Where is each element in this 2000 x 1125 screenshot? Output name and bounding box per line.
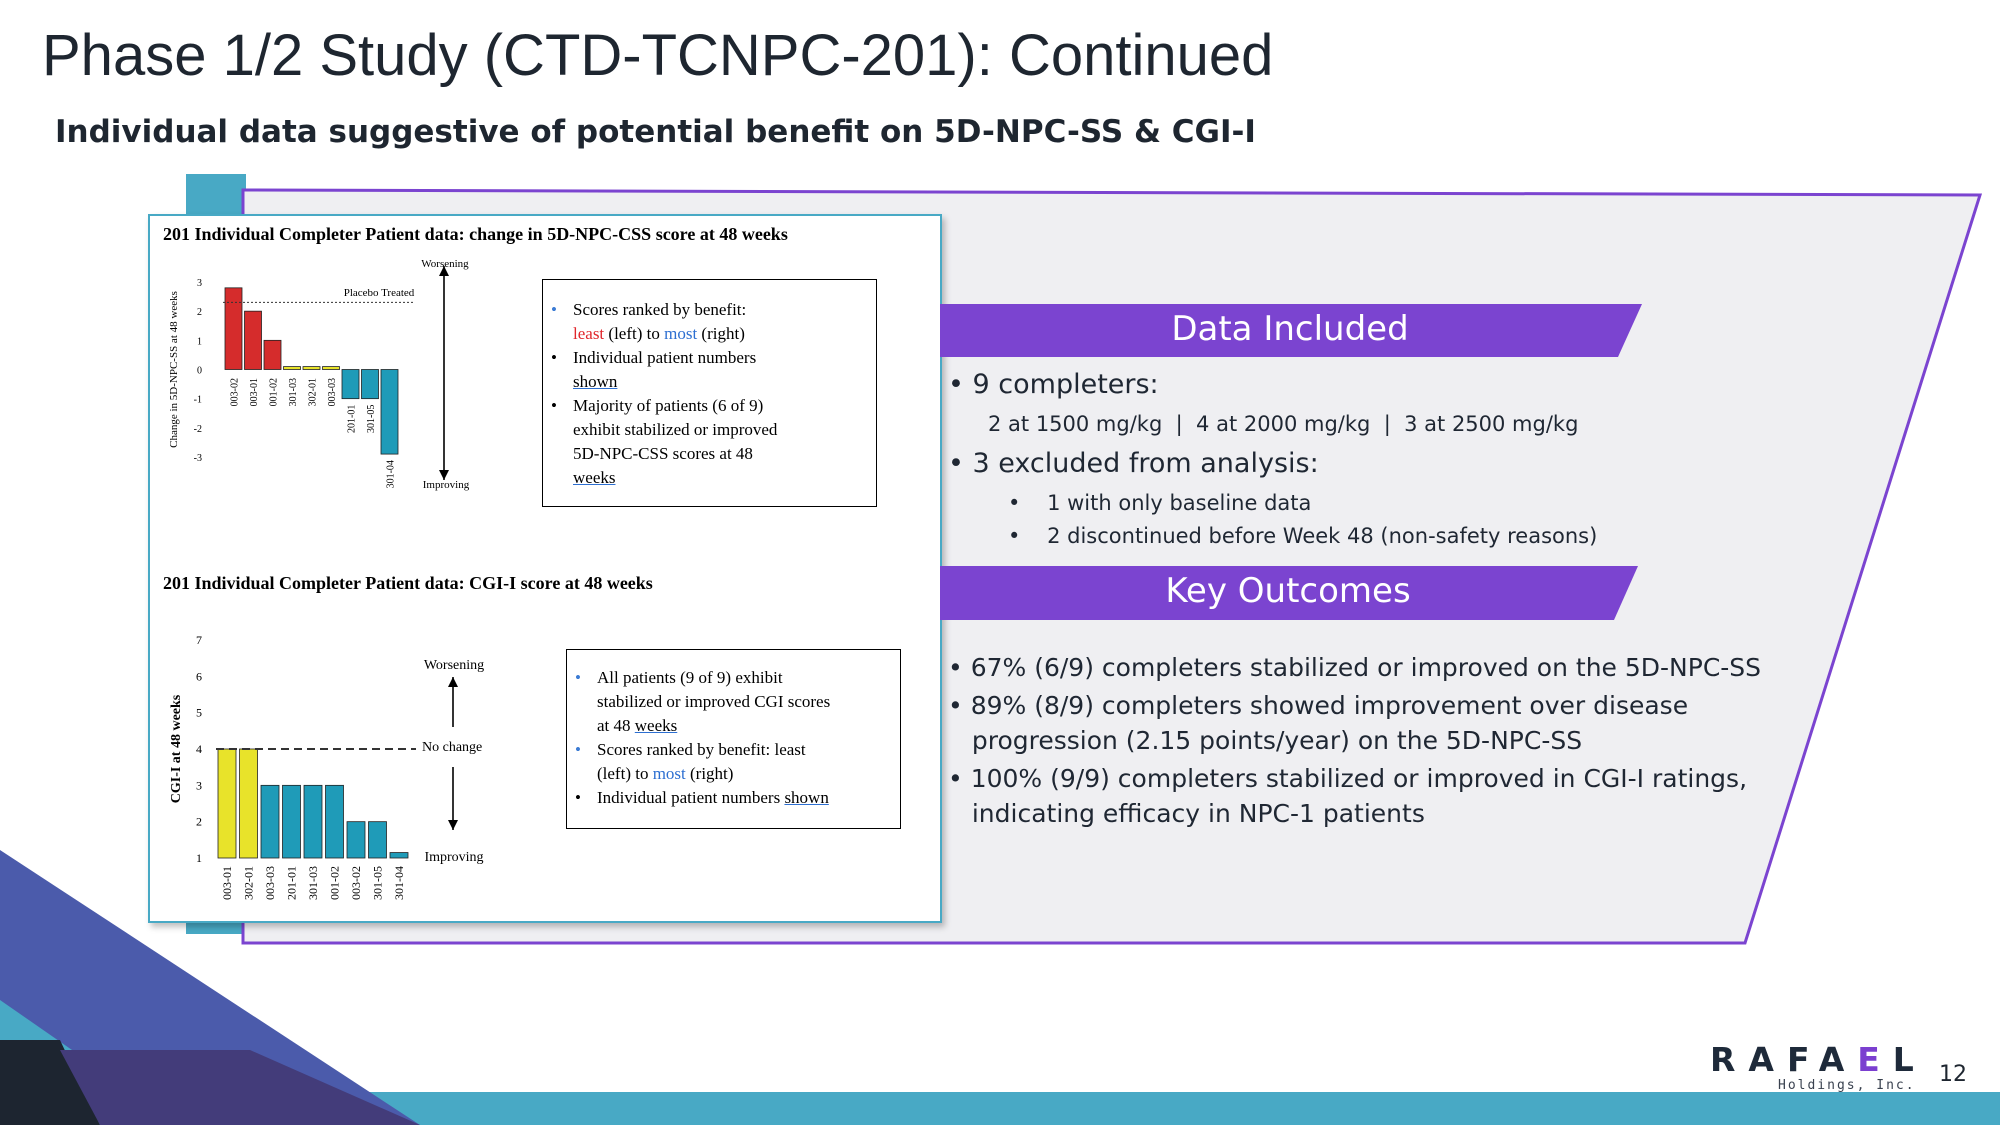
chart1-ytick: 3	[197, 278, 202, 289]
chart2-category-label: 302-01	[242, 866, 256, 900]
chart2-bar	[325, 784, 344, 859]
chart2-ytick: 4	[196, 742, 202, 756]
chart2-category-label: 301-03	[306, 866, 320, 900]
excluded-item: • 3 excluded from analysis:	[948, 448, 1319, 479]
chart1-improving-arrowhead	[439, 470, 449, 480]
chart1-ytick: 2	[197, 307, 202, 318]
chart2-bar	[217, 748, 237, 859]
legend1-item-3: •Majority of patients (6 of 9)exhibit st…	[551, 396, 778, 487]
chart1-category-label: 301-03	[288, 378, 299, 406]
chart1-bar	[283, 366, 301, 370]
logo-subtitle: Holdings, Inc.	[1778, 1078, 1916, 1093]
patient-data-figure: 201 Individual Completer Patient data: c…	[148, 214, 942, 923]
page-subtitle: Individual data suggestive of potential …	[55, 114, 1256, 150]
legend1-item-1: •Scores ranked by benefit: least (left) …	[551, 300, 747, 343]
chart2-bar	[346, 821, 366, 859]
chart2-category-label: 201-01	[285, 866, 299, 900]
outcome-2: • 89% (8/9) completers showed improvemen…	[948, 691, 1689, 755]
chart1-category-label: 301-05	[366, 405, 377, 433]
chart1-category-label: 003-03	[327, 378, 338, 406]
page-number: 12	[1939, 1062, 1967, 1087]
chart1-category-label: 003-02	[230, 378, 241, 406]
chart1-bar	[341, 369, 360, 400]
chart2-ytick: 5	[196, 706, 202, 720]
company-logo: RAFAEL Holdings, Inc.	[1710, 1040, 1927, 1093]
outcome-1: • 67% (6/9) completers stabilized or imp…	[948, 653, 1762, 682]
data-included-heading: Data Included	[1171, 309, 1409, 349]
chart2-category-label: 003-01	[220, 866, 234, 900]
data-included-banner-bg	[940, 304, 1642, 357]
chart2-improving-arrowhead	[448, 820, 458, 830]
dark-triangle	[0, 1040, 100, 1125]
chart1-bar	[361, 369, 379, 400]
chart2-category-label: 001-02	[328, 866, 342, 900]
chart2-ytick: 7	[196, 633, 202, 647]
chart2-title: 201 Individual Completer Patient data: C…	[163, 573, 653, 593]
legend2-item-3: •Individual patient numbers shown	[575, 788, 829, 807]
chart1-ytick: 0	[197, 366, 202, 377]
chart2-bar	[260, 784, 280, 859]
chart2-bar	[368, 821, 387, 859]
chart1-worsening-arrowhead	[439, 266, 449, 276]
completers-item: • 9 completers:	[948, 369, 1159, 400]
key-outcomes-banner-bg	[940, 566, 1638, 620]
chart2-reference-label: No change	[422, 740, 482, 755]
chart1-category-label: 302-01	[308, 378, 319, 406]
chart1-category-label: 001-02	[269, 378, 280, 406]
chart2-worsening-arrowhead	[448, 677, 458, 687]
chart1-worsening-label: Worsening	[421, 258, 469, 270]
chart2-ytick: 3	[196, 778, 202, 792]
excluded-sub-1: • 1 with only baseline data	[1008, 491, 1312, 515]
chart1-bar	[224, 287, 243, 370]
chart1-ylabel: Change in 5D-NPC-SS at 48 weeks	[168, 291, 180, 448]
chart2-category-label: 301-04	[392, 866, 406, 900]
chart2-bar	[303, 784, 323, 859]
chart2-category-label: 003-02	[349, 866, 363, 900]
chart1-category-label: 003-01	[249, 378, 260, 406]
chart1-bar	[263, 339, 282, 370]
chart2-category-label: 301-05	[371, 866, 385, 900]
dose-breakdown: 2 at 1500 mg/kg | 4 at 2000 mg/kg | 3 at…	[988, 412, 1579, 436]
chart1-bar	[244, 310, 262, 370]
purple-triangle	[60, 1050, 420, 1125]
chart2-improving-label: Improving	[424, 850, 483, 865]
chart2-bar	[282, 784, 301, 859]
chart1-legend: •Scores ranked by benefit: least (left) …	[542, 279, 877, 507]
chart1-title: 201 Individual Completer Patient data: c…	[163, 224, 788, 244]
chart1-ytick: 1	[197, 336, 202, 347]
chart1-category-label: 201-01	[347, 405, 358, 433]
outcome-3: • 100% (9/9) completers stabilized or im…	[948, 764, 1748, 828]
chart2-ytick: 2	[196, 815, 202, 829]
chart1-bar	[322, 366, 340, 370]
chart1-ytick: -3	[194, 453, 202, 464]
chart2-ytick: 1	[196, 851, 202, 865]
chart1-category-label: 301-04	[386, 460, 397, 488]
chart1-bar	[380, 369, 399, 455]
chart1-bar	[302, 366, 321, 370]
page-title: Phase 1/2 Study (CTD-TCNPC-201): Continu…	[42, 23, 1274, 88]
chart1-improving-label: Improving	[423, 479, 470, 491]
chart2-worsening-label: Worsening	[424, 658, 484, 673]
chart2-category-label: 003-03	[263, 866, 277, 900]
chart1-ytick: -1	[194, 395, 202, 406]
chart2-bar	[389, 852, 409, 859]
chart1-reference-label: Placebo Treated	[344, 287, 415, 299]
excluded-sub-2: • 2 discontinued before Week 48 (non-saf…	[1008, 524, 1598, 548]
legend2-item-2: •Scores ranked by benefit: least(left) t…	[575, 740, 806, 783]
chart1-ytick: -2	[194, 424, 202, 435]
chart2-ylabel: CGI-I at 48 weeks	[169, 694, 184, 803]
key-outcomes-heading: Key Outcomes	[1165, 571, 1411, 611]
chart2-ytick: 6	[196, 669, 202, 683]
